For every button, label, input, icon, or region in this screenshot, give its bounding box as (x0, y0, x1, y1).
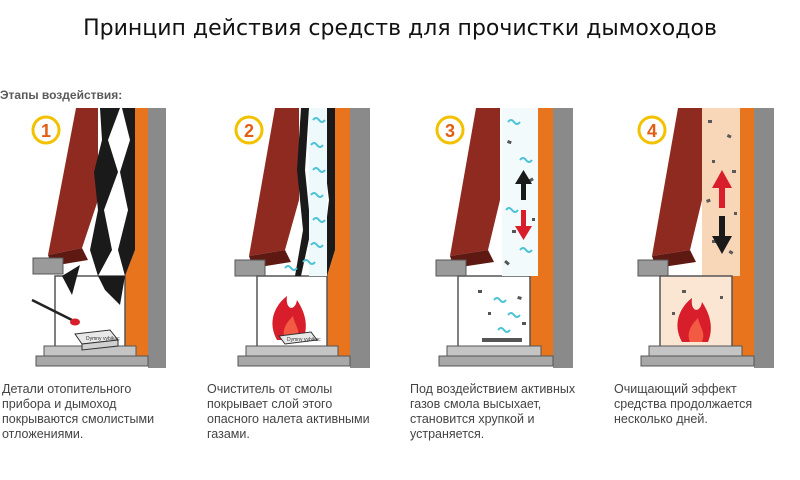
stage-1-illustration: Dymny vybikac 1 (0, 100, 180, 380)
stage-caption: Под воздействием активных газов смола вы… (410, 382, 588, 442)
hearth-base-icon (36, 356, 148, 366)
hearth-base-icon (439, 356, 553, 366)
shelf-icon (436, 260, 466, 276)
stage-caption: Очиститель от смолы покрывает слой этого… (207, 382, 385, 442)
wall-icon (553, 108, 573, 368)
page-title: Принцип действия средств для прочистки д… (0, 16, 800, 41)
grate-icon (482, 338, 522, 342)
stage-caption: Очищающий эффект средства продолжается н… (614, 382, 792, 427)
stage-2: Dymny vybikac 2 Очиститель от смолы покр… (205, 100, 385, 472)
stage-caption: Детали отопительного прибора и дымоход п… (2, 382, 180, 442)
wall-icon (148, 108, 166, 368)
hearth-base-icon (641, 356, 754, 366)
hearth-base-icon (238, 356, 350, 366)
stage-number: 4 (647, 121, 657, 141)
stage-number: 2 (244, 121, 254, 141)
shelf-icon (235, 260, 265, 276)
stage-4: 4 Очищающий эффект средства продолжается… (612, 100, 792, 472)
stage-1: Dymny vybikac 1 Детали отопительного при… (0, 100, 180, 472)
wall-icon (350, 108, 370, 368)
wall-icon (754, 108, 774, 368)
box-label: Dymny vybikac (287, 337, 321, 343)
stage-number: 1 (41, 121, 51, 141)
shelf-icon (638, 260, 668, 276)
stage-3-illustration: 3 (408, 100, 588, 380)
stage-number: 3 (445, 121, 455, 141)
stage-2-illustration: Dymny vybikac 2 (205, 100, 385, 380)
shelf-icon (33, 258, 63, 274)
box-label: Dymny vybikac (86, 336, 120, 342)
stage-4-illustration: 4 (612, 100, 792, 380)
stage-3: 3 Под воздействием активных газов смола … (408, 100, 588, 472)
